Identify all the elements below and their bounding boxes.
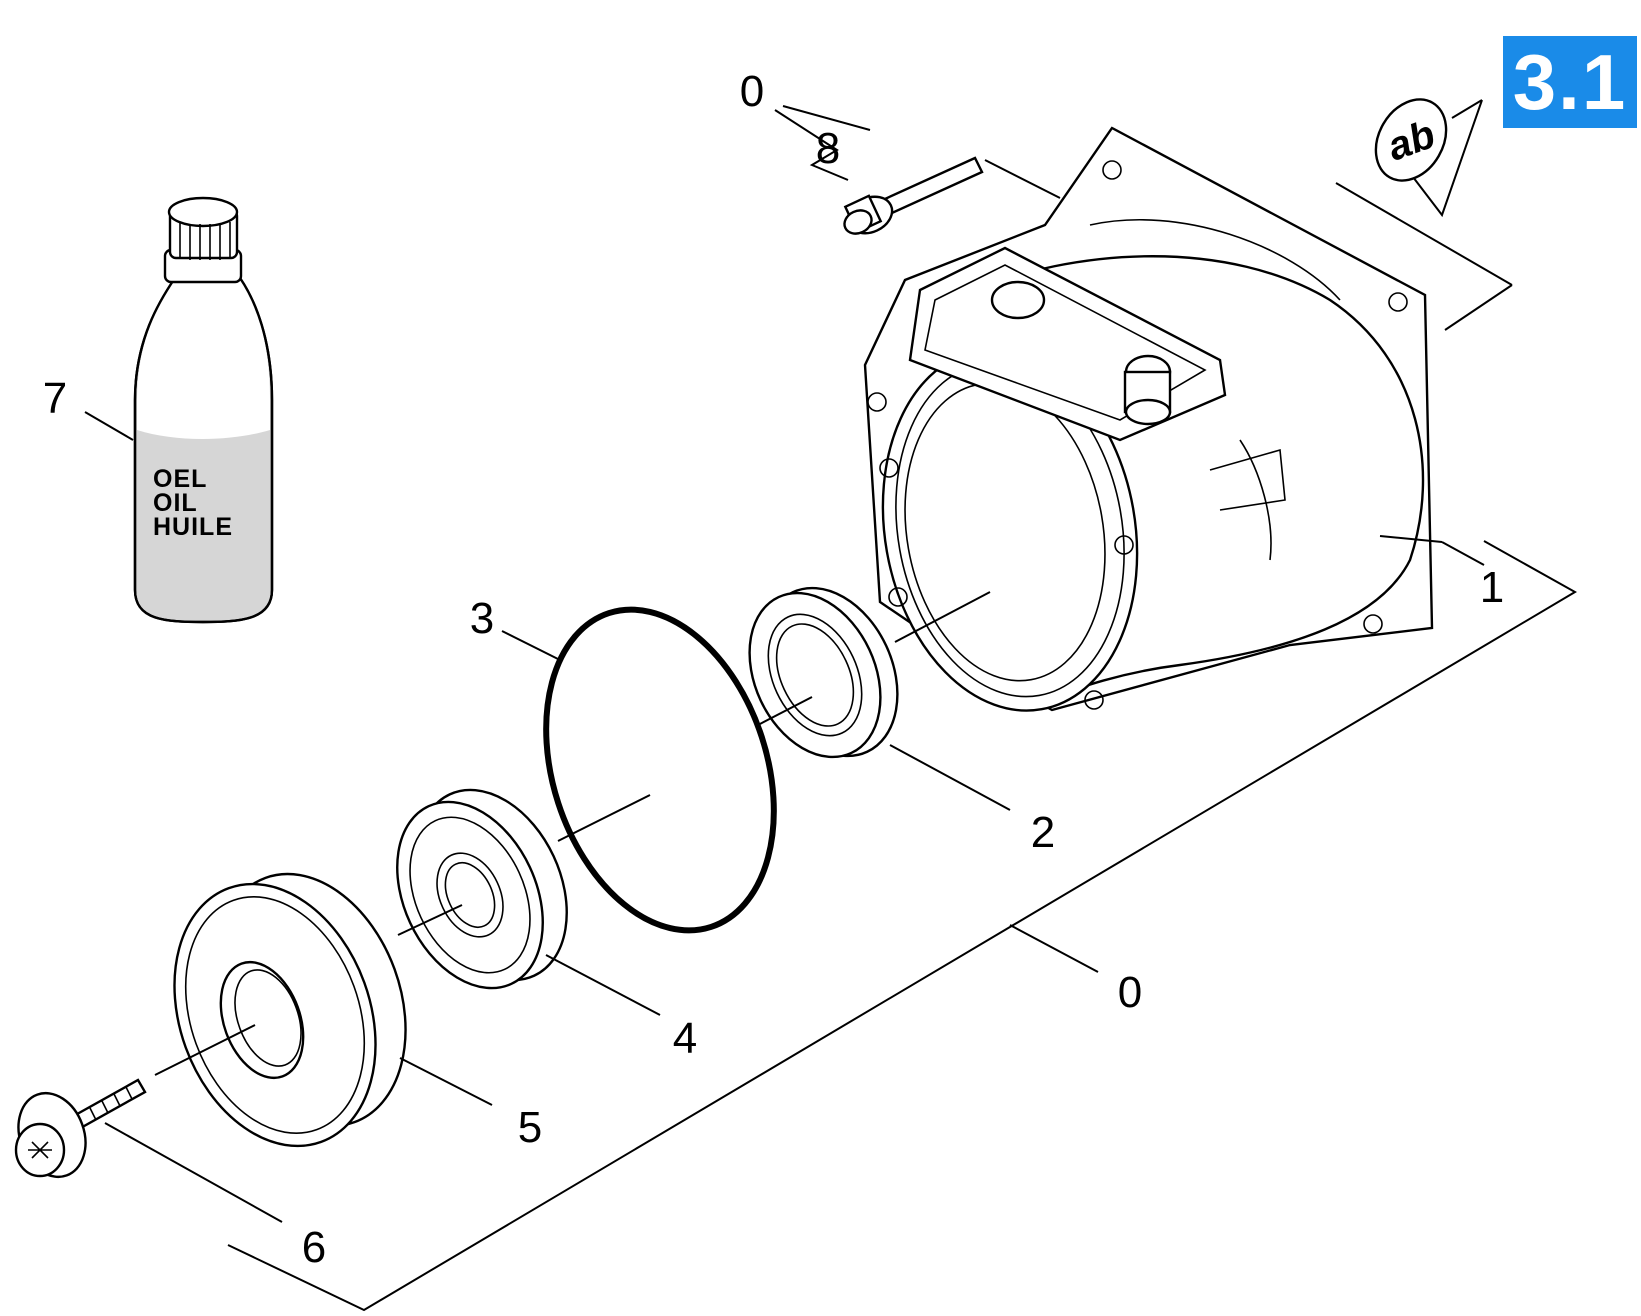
leader-line-6 (104, 1122, 283, 1223)
assembly-bracket (227, 540, 1578, 1312)
part-number-7[interactable]: 7 (43, 374, 67, 423)
part-number-6[interactable]: 6 (302, 1223, 326, 1272)
section-number-badge: 3.1 (1503, 36, 1637, 128)
leader-line-2 (889, 744, 1011, 811)
cap-screw[interactable] (841, 156, 984, 240)
bearing-axis-line (397, 904, 463, 936)
part-number-8[interactable]: 8 (816, 124, 840, 173)
part-number-3[interactable]: 3 (470, 594, 494, 643)
leader-line-1 (1441, 541, 1485, 566)
part-number-1[interactable]: 1 (1480, 563, 1504, 612)
leader-line-4 (545, 954, 661, 1016)
screw-axis-line (984, 159, 1061, 199)
ab-pointer-line (1451, 99, 1483, 119)
part-number-2[interactable]: 2 (1031, 808, 1055, 857)
screw-group-bracket-a (782, 105, 871, 131)
housing-axis-line (894, 591, 991, 643)
leader-line-0-main (1009, 924, 1099, 973)
o-ring-axis-line (557, 794, 651, 842)
part-number-5[interactable]: 5 (518, 1103, 542, 1152)
bottle-label-line-2: OIL (153, 489, 198, 517)
assembly-number-0[interactable]: 0 (1118, 968, 1142, 1017)
o-ring[interactable] (507, 580, 813, 960)
screw-with-washer[interactable] (7, 1078, 147, 1186)
bottle-label-line-1: OEL (153, 465, 207, 493)
pump-housing[interactable] (855, 126, 1434, 731)
leader-line-7 (84, 411, 134, 441)
oil-bottle[interactable]: OEL OIL HUILE (133, 196, 274, 624)
bottle-label-line-3: HUILE (153, 513, 233, 541)
seal-axis-line (757, 696, 813, 726)
leader-line-3 (501, 630, 561, 661)
screw-group-number-0[interactable]: 0 (740, 67, 764, 116)
shaft-seal[interactable] (724, 566, 923, 778)
screw-group-bracket-b (774, 109, 849, 181)
leader-line-1b (1379, 535, 1443, 543)
part-number-4[interactable]: 4 (673, 1014, 697, 1063)
ball-bearing[interactable] (369, 766, 596, 1012)
ab-reference-callout[interactable]: ab (1335, 87, 1513, 331)
bearing-cover[interactable] (140, 847, 439, 1174)
leader-line-5 (399, 1057, 493, 1106)
cover-axis-line (154, 1024, 256, 1076)
